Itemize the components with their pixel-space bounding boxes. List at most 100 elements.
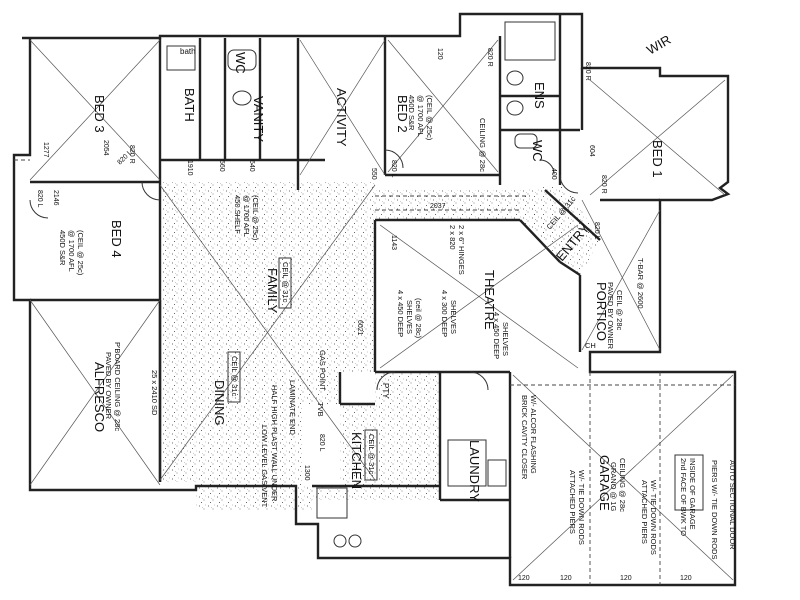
room-label-dining: DINING: [212, 380, 227, 426]
note-theatre-shelves3b: SHELVES: [501, 322, 510, 356]
dim-820l-bed2: 820 L: [390, 160, 397, 178]
room-label-pty: PTY: [381, 383, 390, 399]
dim-1910: 1910: [186, 160, 193, 176]
note-bed2-ceiling: (CEIL @ 25c): [425, 95, 434, 141]
room-label-wir: WIR: [644, 32, 673, 58]
room-label-bed2: BED 2: [395, 95, 410, 133]
dim-1277: 1277: [42, 142, 49, 158]
dim-2054: 2054: [102, 140, 109, 156]
dim-820l-pty: 820 L: [318, 434, 325, 452]
note-bed2-ceiling2: CEILING @ 28c: [478, 118, 487, 172]
room-label-ens: ENS: [532, 82, 547, 109]
room-label-bed3: BED 3: [92, 95, 107, 133]
dim-550: 550: [370, 168, 377, 180]
fixtures: [166, 21, 704, 548]
tag-family-ceil: CEIL @ 31c: [281, 262, 290, 303]
note-theatre-shelves1: 4 x 450 DEEP: [396, 290, 405, 337]
note-family-shelf: 450 SHELF: [233, 195, 242, 234]
note-bed2-shelf-afl: @ 1700 AFL: [416, 95, 425, 137]
dim-6021: 6021: [356, 320, 363, 336]
room-label-vanity: VANITY: [251, 96, 266, 142]
ceiling-diagonals: [29, 39, 734, 581]
note-alfresco-sd: 25 x 2410 SD: [150, 370, 159, 416]
note-attached-piers2: ATTACHED PIERS: [640, 480, 649, 544]
room-label-alfresco: ALFRESCO: [92, 362, 107, 432]
room-label-garage: GARAGE: [597, 455, 612, 511]
dim-820r-left: 820 R: [128, 145, 135, 164]
dim-560: 560: [218, 160, 225, 172]
note-bed4-ceiling: (CEIL @ 25c): [76, 230, 85, 276]
dim-120c: 120: [620, 575, 632, 582]
note-theatre-doors: 2 x 820: [448, 225, 457, 250]
tag-dining-ceil: CEIL @ 31c: [230, 356, 239, 397]
dashed-lines: [14, 159, 735, 585]
door-swings: [29, 149, 579, 391]
note-attached-piers1: ATTACHED PIERS: [568, 470, 577, 534]
room-label-bath-small: bath: [180, 47, 196, 56]
dim-400: 400: [550, 168, 557, 180]
note-second-face: 2nd FACE OF BWK TO: [679, 458, 688, 536]
note-tvb: TVB: [316, 402, 325, 417]
note-inside-garage: INSIDE OF GARAGE: [688, 458, 697, 530]
note-alfresco-ceiling: P'BOARD CEILING @ 28c: [113, 342, 122, 431]
note-alcor: W/- ALCOR FLASHING: [529, 395, 538, 474]
note-tie-down1: W/- TIE DOWN RODS: [577, 470, 586, 545]
note-alfresco-paved: PAVED BY OWNER: [104, 352, 113, 420]
note-theatre-shelves1c: (ceil @ 28c): [414, 298, 423, 339]
room-label-bed1: BED 1: [650, 140, 665, 178]
dim-820r-ens: 820 R: [584, 62, 591, 81]
note-tie-down2: W/- TIE DOWN RODS: [649, 480, 658, 555]
note-theatre-shelves2: 4 x 300 DEEP: [440, 290, 449, 337]
note-portico-paved: PAVED BY OWNER: [606, 282, 615, 350]
note-bed2-shelf: 450D S&R: [407, 95, 416, 131]
dim-120b: 120: [560, 575, 572, 582]
entry-floor-texture: [520, 185, 600, 275]
note-portico-ceiling: CEIL @ 28c: [615, 290, 624, 331]
note-ch: CH: [585, 341, 596, 350]
dim-604: 604: [588, 145, 595, 157]
dim-820l-bed4: 820 L: [36, 190, 43, 208]
room-label-theatre: THEATRE: [482, 270, 497, 330]
note-theatre-shelves2b: SHELVES: [449, 300, 458, 334]
note-brick-closer: BRICK CAVITY CLOSER: [520, 395, 529, 480]
room-label-bed4: BED 4: [109, 220, 124, 258]
room-label-family: FAMILY: [265, 268, 280, 314]
living-floor-texture: [160, 182, 545, 510]
dim-2037: 2037: [430, 203, 446, 210]
dim-120d: 120: [680, 575, 692, 582]
dim-120e: 120: [518, 575, 530, 582]
dim-1143: 1143: [390, 235, 397, 250]
inner-walls: [30, 14, 660, 558]
dimension-labels: 820 R 820 R 820 L 820 L 820 L 820 R 820 …: [36, 48, 692, 582]
note-gas-point: GAS POINT: [318, 350, 327, 391]
room-label-kitchen: KITCHEN: [349, 432, 364, 489]
note-garage-ceiling: CEILING @ 28c: [618, 458, 627, 512]
dim-820l-entry: 820 L: [593, 222, 600, 240]
room-label-wc1: WC: [233, 52, 248, 74]
room-label-portico: PORTICO: [594, 282, 609, 341]
note-bed4-shelf-afl: @ 1700 AFL: [67, 230, 76, 272]
note-bed4-shelf: 450D S&R: [58, 230, 67, 266]
room-label-laundry: LAUNDRY: [467, 440, 482, 502]
dim-2146: 2146: [52, 190, 59, 206]
note-family-shelf-afl: @ 1700 AFL: [242, 195, 251, 237]
note-theatre-doors2: 2 x 6" HINGES: [457, 225, 466, 275]
note-piers-tie: PIERS W/- TIE DOWN RODS: [710, 460, 719, 559]
dim-820r-bed1: 820 R: [600, 175, 607, 194]
note-theatre-shelves1b: SHELVES: [405, 300, 414, 334]
room-label-bath: BATH: [182, 88, 197, 122]
note-laminate-end: LAMINATE END: [288, 380, 297, 435]
dim-820r-top: 820 R: [486, 48, 493, 67]
dim-120a: 120: [436, 48, 443, 60]
note-family-ceil: (CEIL @ 25c): [251, 195, 260, 241]
room-label-activity: ACTIVITY: [334, 88, 349, 147]
note-t-bar: T-BAR @ 2600: [636, 258, 645, 309]
dim-640: 640: [248, 160, 255, 172]
note-auto-door: AUTO SECTIONAL DOOR: [728, 460, 737, 550]
note-half-high: HALF HIGH PLAST WALL UNDER: [270, 385, 279, 502]
tag-kitchen-ceil: CEIL @ 31c: [367, 434, 376, 475]
room-label-wc2: WC: [530, 140, 545, 162]
note-theatre-shelves3: 4 x 450 DEEP: [492, 312, 501, 359]
dim-1300: 1300: [303, 465, 310, 481]
